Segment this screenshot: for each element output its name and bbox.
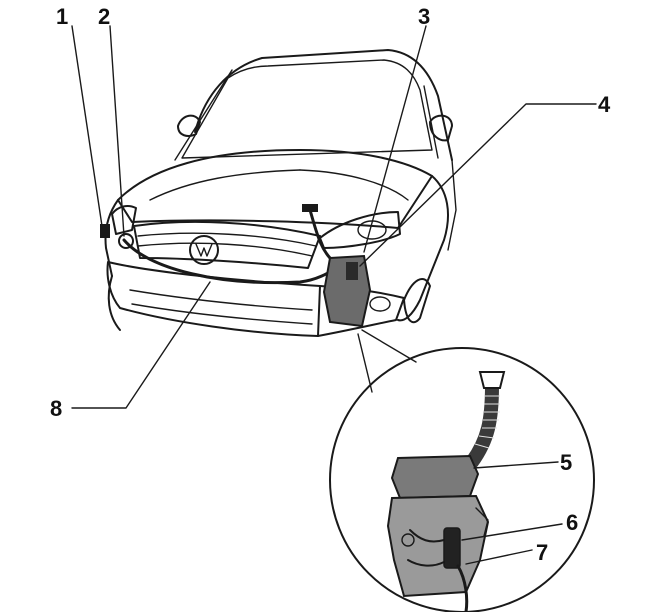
left-headlight	[111, 205, 137, 235]
vw-badge-mark	[195, 243, 213, 257]
detail-circle	[329, 347, 595, 612]
detail-magnifier	[329, 329, 595, 612]
detail-filler-hose	[465, 379, 499, 469]
car-front-view	[104, 49, 457, 337]
magnifier-leader-right	[361, 329, 417, 363]
bumper-intake-lower	[131, 303, 313, 325]
washer-jet-right	[118, 233, 134, 249]
grille-bar-1	[137, 232, 317, 247]
callout-4: 4	[598, 92, 611, 117]
roof-outline	[194, 49, 453, 161]
leader-7	[465, 549, 533, 565]
detail-filler-cap	[478, 371, 506, 389]
bumper-intake-upper	[129, 289, 313, 311]
callout-5: 5	[560, 450, 572, 475]
leader-3	[363, 25, 427, 253]
left-wheel-arch	[107, 275, 121, 331]
leader-5	[473, 461, 559, 469]
vw-badge	[189, 235, 219, 265]
callout-3: 3	[418, 4, 430, 29]
callout-7: 7	[536, 540, 548, 565]
left-a-pillar	[174, 69, 233, 161]
detail-reservoir-top	[390, 454, 480, 500]
callout-labels: 1 2 3 4 5 6 7 8	[50, 4, 611, 565]
grille-frame	[133, 220, 321, 269]
leader-8	[71, 281, 211, 409]
detail-reservoir-body	[386, 494, 490, 598]
leader-1	[71, 25, 103, 227]
leader-4	[359, 103, 597, 267]
hood	[117, 149, 433, 229]
leader-lines	[71, 25, 597, 565]
windshield	[181, 59, 433, 159]
detail-hose-bottom	[407, 559, 445, 567]
right-fender	[397, 175, 449, 322]
detail-fitting	[401, 533, 415, 547]
right-mirror	[429, 114, 453, 142]
right-fog-lamp	[369, 296, 391, 312]
leader-2	[109, 25, 125, 237]
leader-6	[461, 523, 563, 541]
hose-corrugations	[474, 395, 500, 449]
callout-6: 6	[566, 510, 578, 535]
hood-crease-right	[299, 169, 409, 201]
washer-hose-front	[122, 238, 342, 285]
washer-pump-on-car	[346, 262, 358, 280]
detail-hose-left	[409, 529, 445, 543]
front-bumper	[106, 261, 321, 337]
callout-8: 8	[50, 396, 62, 421]
callout-1: 1	[56, 4, 68, 29]
right-headlight	[319, 211, 401, 249]
left-mirror	[177, 114, 201, 137]
detail-washer-pump	[443, 527, 461, 569]
right-wheel	[403, 278, 431, 324]
washer-jet-left	[100, 224, 110, 238]
magnifier-leader-left	[357, 333, 373, 393]
hood-crease-left	[149, 169, 301, 201]
grille-bar-2	[137, 242, 313, 257]
washer-reservoir-on-car	[322, 254, 372, 328]
washer-system-on-car	[100, 204, 372, 328]
detail-bracket	[475, 507, 489, 537]
right-door-line	[447, 159, 457, 251]
filler-cap-on-car	[302, 204, 318, 212]
detail-connector-wire	[456, 564, 469, 612]
callout-2: 2	[98, 4, 110, 29]
